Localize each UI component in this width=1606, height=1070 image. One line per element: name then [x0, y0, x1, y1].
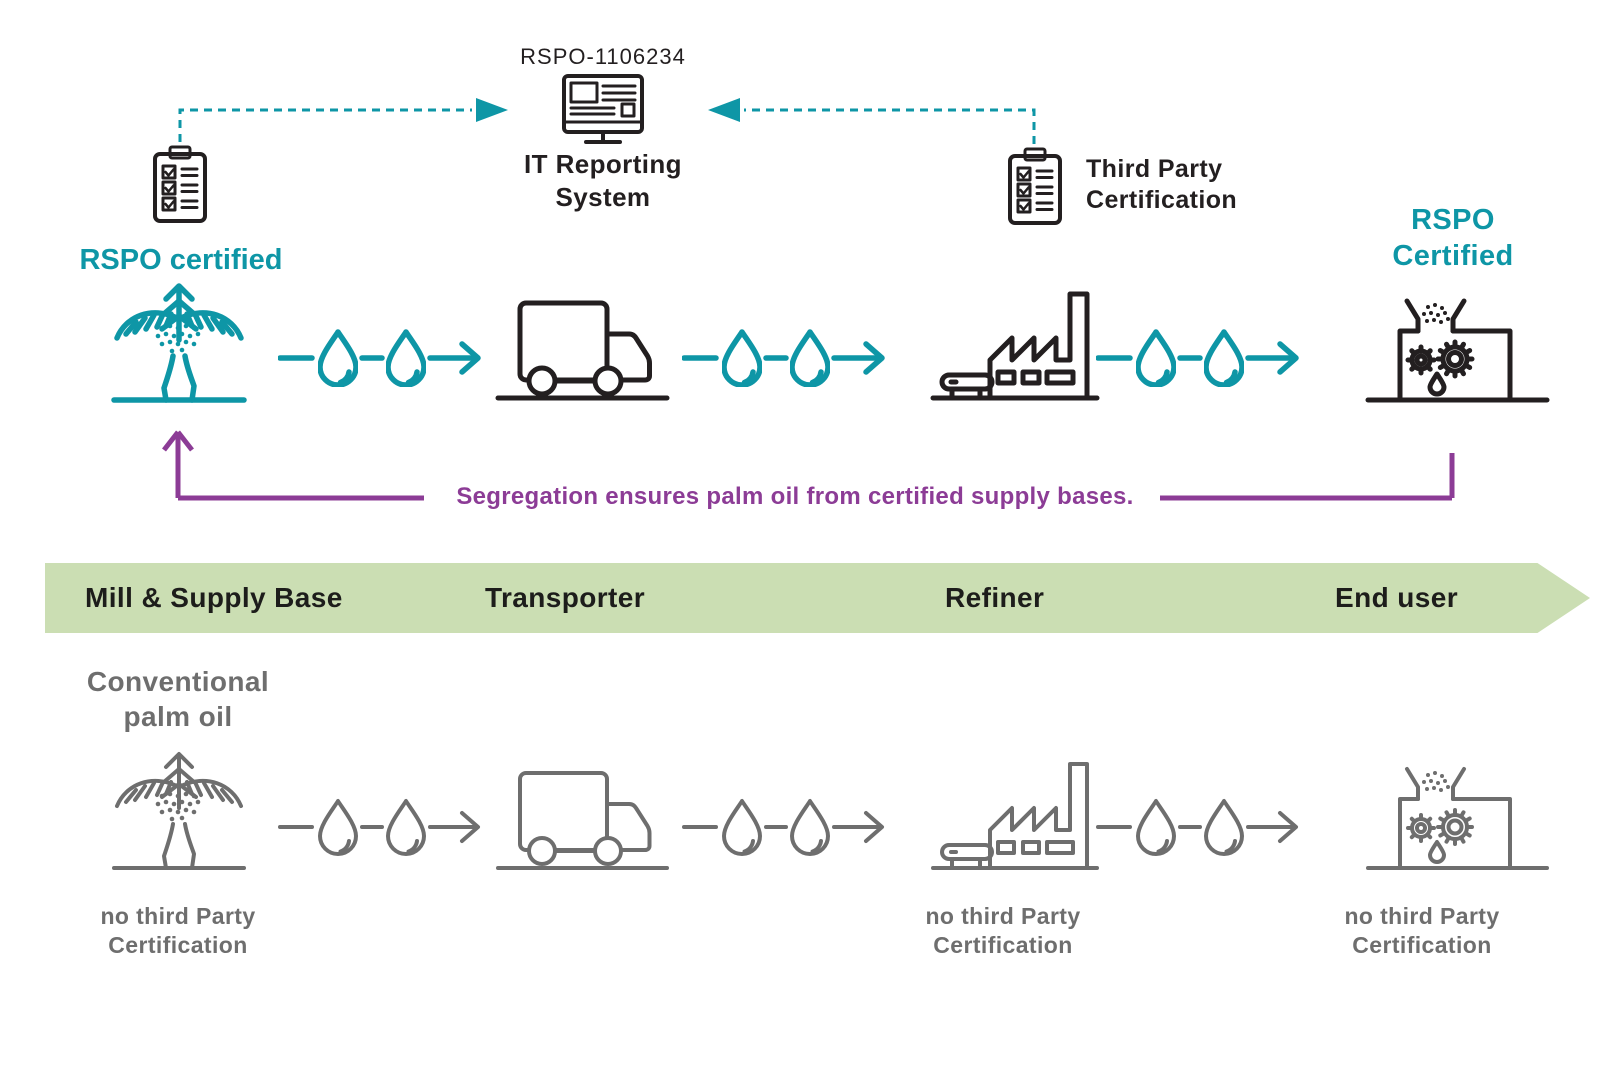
label-line: no third Party [925, 903, 1081, 929]
it-reporting-label: IT Reporting System [463, 148, 743, 213]
label-line: Certification [933, 931, 1073, 958]
label-line: no third Party [1344, 903, 1500, 929]
segregation-arrow-icon [162, 430, 1455, 501]
no-certification-label: no third Party Certification [1292, 902, 1552, 960]
third-party-certification-label: Third Party Certification [1086, 154, 1326, 217]
stage-transporter: Transporter [485, 582, 645, 613]
processing-box-icon [1360, 763, 1550, 873]
dashed-arrow-icon [744, 108, 1036, 144]
reporting-connectors [178, 98, 1036, 144]
conventional-palm-oil-label: Conventional palm oil [48, 664, 308, 734]
clipboard-checklist-icon [152, 144, 208, 224]
label-line: palm oil [123, 701, 233, 732]
factory-icon [922, 758, 1100, 873]
oil-drops-flow-icon [682, 324, 892, 392]
label-line: Conventional [86, 666, 270, 697]
stage-end-user: End user [1335, 582, 1459, 613]
stage-refiner: Refiner [945, 582, 1045, 613]
label-line: Certified [1392, 240, 1514, 273]
label-line: System [555, 181, 651, 212]
reporting-id: RSPO-1106234 [520, 44, 686, 69]
oil-drops-flow-icon [278, 793, 488, 861]
segregation-note: Segregation ensures palm oil from certif… [456, 483, 1134, 510]
processing-box-icon [1360, 295, 1550, 405]
oil-drops-flow-icon [682, 793, 892, 861]
oil-drops-flow-icon [1096, 793, 1306, 861]
label-line: IT Reporting [524, 149, 682, 179]
oil-drops-flow-icon [278, 324, 488, 392]
label-line: Certification [1352, 931, 1492, 958]
dashed-arrow-icon [178, 108, 472, 142]
label-line: Third Party [1086, 155, 1223, 183]
oil-drops-flow-icon [1096, 324, 1306, 392]
factory-icon [922, 288, 1100, 403]
label-line: Certification [108, 931, 248, 958]
clipboard-checklist-icon [1007, 146, 1063, 226]
truck-icon [490, 762, 675, 872]
no-certification-label: no third Party Certification [48, 902, 308, 960]
arrowhead-left-icon [708, 98, 740, 122]
label-line: Certification [1086, 186, 1238, 215]
palm-tree-icon [104, 276, 254, 404]
stage-banner: Mill & Supply Base Transporter Refiner E… [45, 563, 1590, 633]
monitor-icon [562, 74, 644, 146]
label-line: no third Party [100, 903, 256, 929]
rspo-certified-right-label: RSPO Certified [1357, 202, 1549, 275]
no-certification-label: no third Party Certification [873, 902, 1133, 960]
rspo-certified-left-label: RSPO certified [79, 244, 283, 276]
label-line: RSPO [1411, 204, 1495, 236]
truck-icon [490, 292, 675, 402]
arrowhead-right-icon [476, 98, 508, 122]
palm-tree-icon [104, 744, 254, 872]
stage-mill-supply-base: Mill & Supply Base [85, 582, 343, 613]
